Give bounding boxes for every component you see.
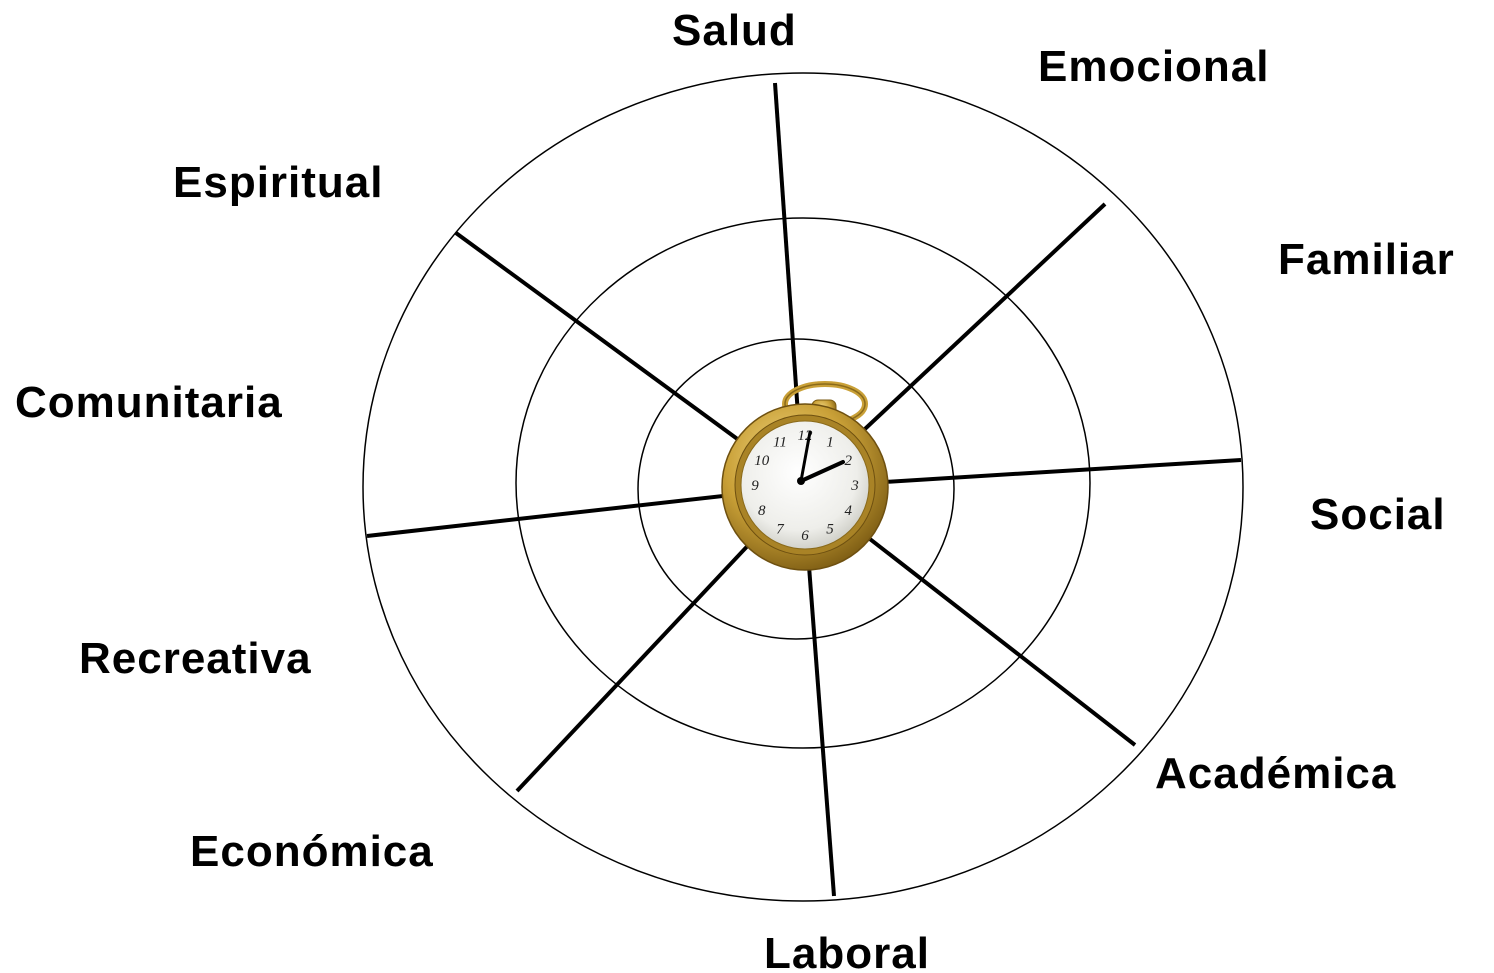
watch-numeral-11: 11: [773, 435, 787, 451]
watch-numeral-1: 1: [826, 435, 834, 451]
watch-numeral-6: 6: [801, 528, 809, 544]
watch-numeral-5: 5: [826, 521, 834, 537]
watch-numeral-2: 2: [845, 453, 853, 469]
label-espiritual: Espiritual: [173, 158, 384, 207]
watch-numeral-8: 8: [758, 503, 766, 519]
watch-pivot: [797, 477, 805, 485]
watch-numeral-4: 4: [845, 503, 853, 519]
label-emocional: Emocional: [1038, 42, 1270, 91]
label-familiar: Familiar: [1278, 235, 1455, 284]
label-economica: Económica: [190, 827, 434, 876]
label-academica: Académica: [1155, 749, 1396, 798]
label-laboral: Laboral: [764, 929, 930, 973]
label-recreativa: Recreativa: [79, 634, 312, 683]
watch-numeral-9: 9: [751, 478, 759, 494]
label-comunitaria: Comunitaria: [15, 378, 283, 427]
watch-numeral-10: 10: [754, 453, 770, 469]
watch-numeral-3: 3: [850, 478, 859, 494]
label-social: Social: [1310, 490, 1446, 539]
label-salud: Salud: [672, 6, 797, 55]
